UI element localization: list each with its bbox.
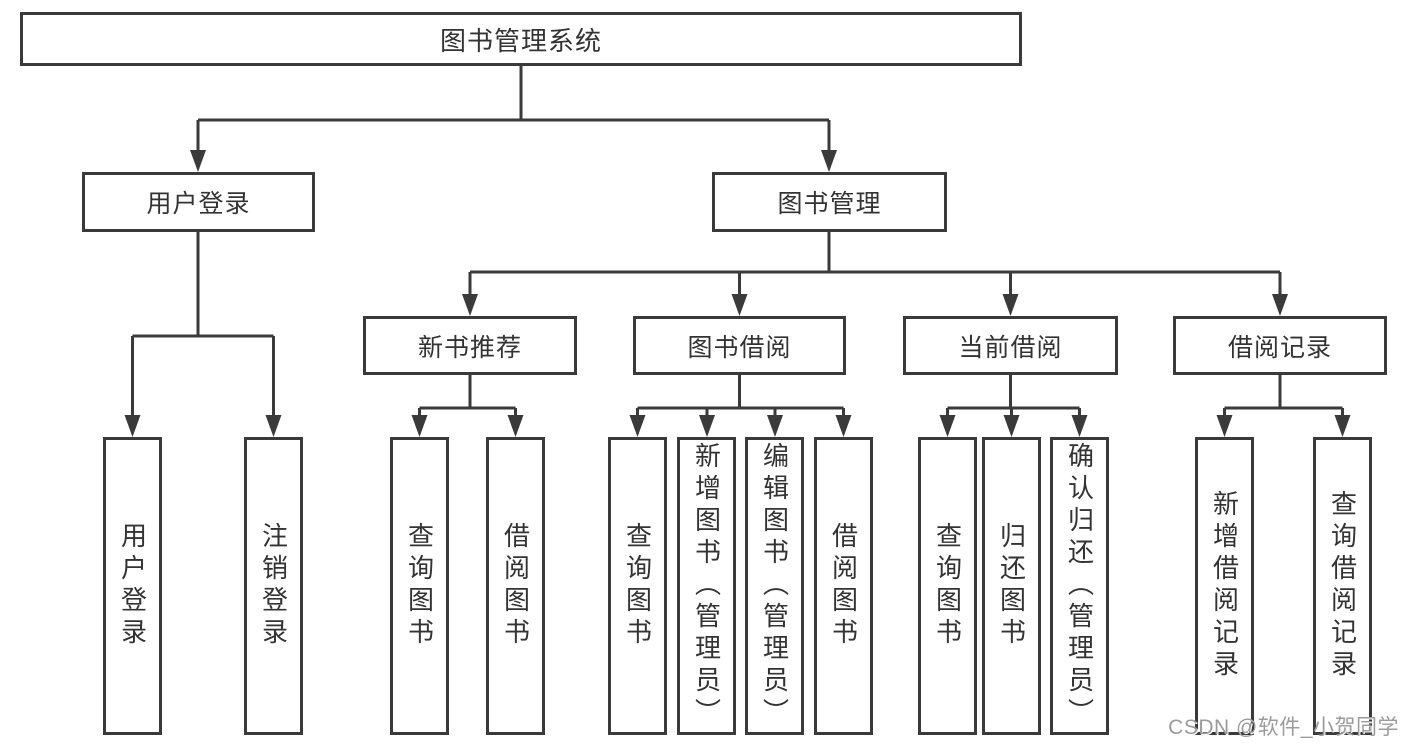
node-new-book-recommend: 新书推荐 [363, 316, 577, 375]
leaf-label: 借阅图书 [500, 522, 531, 650]
leaf-label: 用户登录 [117, 522, 148, 650]
leaf-borrow-borrow-books: 借阅图书 [814, 437, 873, 735]
csdn-watermark: CSDN @软件_小贺同学 [1168, 716, 1399, 739]
arrow-down-icon [1002, 294, 1019, 316]
arrow-down-icon [1071, 415, 1088, 437]
leaf-label: 确认归还（管理员） [1064, 442, 1095, 730]
leaf-label: 归还图书 [996, 522, 1027, 650]
arrow-down-icon [821, 150, 837, 172]
node-root-label: 图书管理系统 [439, 25, 602, 56]
node-borrow-records: 借阅记录 [1173, 316, 1387, 375]
node-current-borrow: 当前借阅 [903, 316, 1118, 375]
arrow-down-icon [629, 415, 646, 437]
leaf-label: 注销登录 [258, 522, 289, 650]
arrowhead-icons [124, 150, 1351, 437]
leaf-borrow-query-books: 查询图书 [608, 437, 667, 735]
leaf-records-query-borrow-record: 查询借阅记录 [1313, 437, 1372, 735]
arrow-down-icon [835, 415, 852, 437]
arrow-down-icon [462, 294, 478, 316]
leaf-label: 新增借阅记录 [1209, 490, 1240, 682]
leaf-current-query-books: 查询图书 [918, 437, 977, 735]
leaf-recommend-borrow-books: 借阅图书 [486, 437, 545, 735]
leaf-label: 查询图书 [404, 522, 435, 650]
leaf-current-return-books: 归还图书 [982, 437, 1041, 735]
tree-edges [131, 66, 1344, 418]
arrow-down-icon [1272, 294, 1288, 316]
node-label: 新书推荐 [417, 333, 522, 362]
leaf-current-confirm-return-admin: 确认归还（管理员） [1050, 437, 1109, 735]
arrow-down-icon [939, 415, 956, 437]
leaf-label: 编辑图书（管理员） [759, 442, 790, 730]
leaf-logout: 注销登录 [244, 437, 303, 735]
node-label: 用户登录 [146, 190, 251, 218]
node-label: 当前借阅 [958, 333, 1063, 362]
node-label: 图书管理 [777, 190, 882, 218]
arrow-down-icon [190, 150, 206, 172]
arrow-down-icon [411, 415, 428, 437]
leaf-label: 新增图书（管理员） [691, 442, 722, 730]
arrow-down-icon [1216, 415, 1233, 437]
arrow-down-icon [265, 415, 282, 437]
leaf-user-login: 用户登录 [103, 437, 162, 735]
arrow-down-icon [507, 415, 524, 437]
leaf-label: 查询图书 [622, 522, 653, 650]
node-book-borrow: 图书借阅 [633, 316, 846, 375]
node-label: 图书借阅 [687, 333, 792, 362]
node-root: 图书管理系统 [20, 12, 1022, 66]
leaf-label: 借阅图书 [828, 522, 859, 650]
leaf-borrow-edit-books-admin: 编辑图书（管理员） [745, 437, 804, 735]
arrow-down-icon [1334, 415, 1351, 437]
arrow-down-icon [699, 415, 715, 437]
node-label: 借阅记录 [1227, 333, 1332, 362]
leaf-label: 查询借阅记录 [1327, 490, 1358, 682]
leaf-borrow-add-books-admin: 新增图书（管理员） [677, 437, 736, 735]
arrow-down-icon [1003, 415, 1020, 437]
arrow-down-icon [124, 415, 141, 437]
node-book-management-branch: 图书管理 [712, 172, 947, 232]
arrow-down-icon [767, 415, 783, 437]
leaf-label: 查询图书 [932, 522, 963, 650]
leaf-records-add-borrow-record: 新增借阅记录 [1195, 437, 1254, 735]
arrow-down-icon [731, 294, 748, 316]
node-user-login-branch: 用户登录 [82, 172, 315, 232]
leaf-recommend-query-books: 查询图书 [390, 437, 449, 735]
